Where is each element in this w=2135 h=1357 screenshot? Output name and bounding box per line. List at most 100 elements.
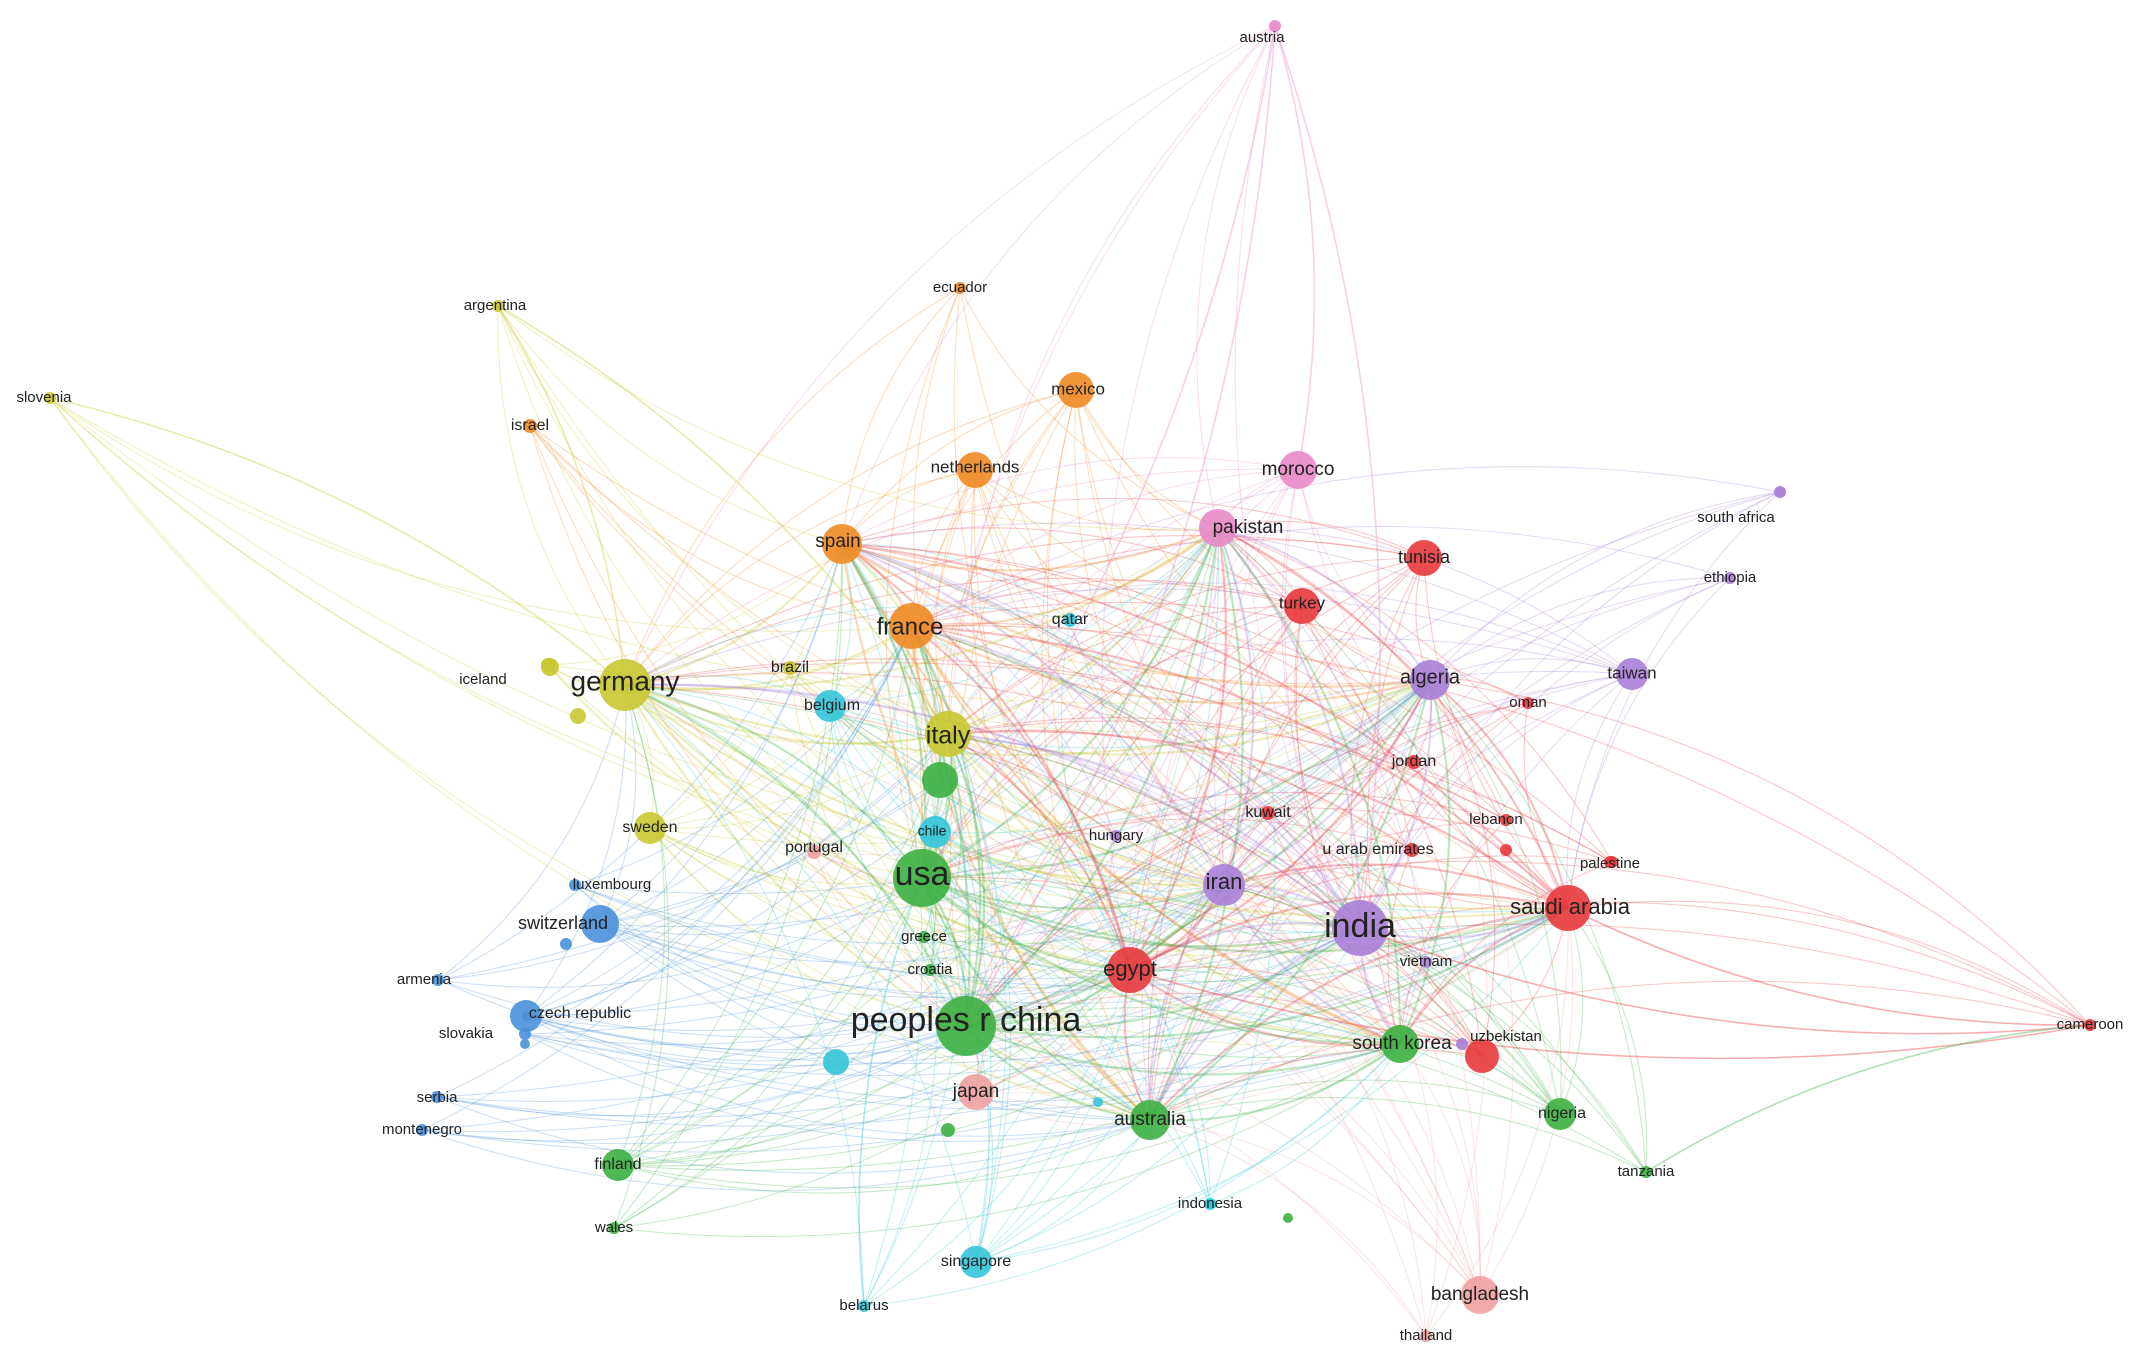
node-brazil[interactable] xyxy=(783,661,797,675)
node-peoples-r-china[interactable] xyxy=(936,996,996,1056)
node-iceland[interactable] xyxy=(541,658,555,672)
node-sweden[interactable] xyxy=(634,812,666,844)
node-mexico[interactable] xyxy=(1058,372,1094,408)
node-tunisia[interactable] xyxy=(1406,540,1442,576)
edge-iran-south_korea xyxy=(1223,884,1401,1046)
unlabeled-node-11[interactable] xyxy=(1500,844,1512,856)
node-jordan[interactable] xyxy=(1407,755,1421,769)
unlabeled-node-7[interactable] xyxy=(941,1123,955,1137)
node-spain[interactable] xyxy=(822,524,862,564)
node-hungary[interactable] xyxy=(1110,830,1122,842)
node-pakistan[interactable] xyxy=(1199,509,1237,547)
node-palestine[interactable] xyxy=(1606,856,1618,868)
node-slovenia[interactable] xyxy=(44,392,56,404)
unlabeled-node-2[interactable] xyxy=(922,762,958,798)
node-indonesia[interactable] xyxy=(1204,1198,1216,1210)
node-uzbekistan[interactable] xyxy=(1465,1039,1499,1073)
unlabeled-node-1[interactable] xyxy=(570,708,586,724)
node-bangladesh[interactable] xyxy=(1461,1276,1499,1314)
edge-iceland-usa xyxy=(547,664,923,879)
unlabeled-node-3[interactable] xyxy=(560,938,572,950)
edge-oman-peoples_r_china xyxy=(965,702,1529,1027)
edge-montenegro-france xyxy=(421,625,913,1131)
edge-wales-egypt xyxy=(613,969,1131,1229)
node-label-pakistan: pakistan xyxy=(1213,517,1284,538)
unlabeled-node-9[interactable] xyxy=(1283,1213,1293,1223)
edge-nigeria-saudi_arabia xyxy=(1559,907,1584,1115)
node-japan[interactable] xyxy=(958,1074,994,1110)
node-italy[interactable] xyxy=(925,711,971,757)
node-croatia[interactable] xyxy=(924,964,936,976)
node-label-hungary: hungary xyxy=(1089,827,1144,844)
node-nigeria[interactable] xyxy=(1544,1098,1576,1130)
edge-serbia-australia xyxy=(436,1096,1151,1174)
node-oman[interactable] xyxy=(1522,697,1534,709)
node-switzerland[interactable] xyxy=(581,905,619,943)
node-label-saudi-arabia: saudi arabia xyxy=(1510,894,1631,919)
node-uae[interactable] xyxy=(1405,843,1419,857)
node-armenia[interactable] xyxy=(432,974,444,986)
unlabeled-node-8[interactable] xyxy=(1093,1097,1103,1107)
node-serbia[interactable] xyxy=(431,1091,443,1103)
node-finland[interactable] xyxy=(602,1149,634,1181)
node-ethiopia[interactable] xyxy=(1724,572,1736,584)
node-wales[interactable] xyxy=(608,1222,620,1234)
node-morocco[interactable] xyxy=(1279,451,1317,489)
node-lebanon[interactable] xyxy=(1500,814,1512,826)
node-vietnam[interactable] xyxy=(1420,956,1432,968)
node-portugal[interactable] xyxy=(807,845,821,859)
node-slovakia[interactable] xyxy=(519,1028,531,1040)
node-montenegro[interactable] xyxy=(416,1124,428,1136)
node-cameroon[interactable] xyxy=(2084,1019,2096,1031)
edge-austria-morocco xyxy=(1274,25,1316,471)
node-turkey[interactable] xyxy=(1284,588,1320,624)
unlabeled-node-14[interactable] xyxy=(1456,1038,1468,1050)
edge-france-pakistan xyxy=(911,527,1219,628)
node-label-iran: iran xyxy=(1206,869,1243,894)
node-singapore[interactable] xyxy=(960,1246,992,1278)
node-egypt[interactable] xyxy=(1107,947,1153,993)
node-thailand[interactable] xyxy=(1420,1330,1432,1342)
node-belarus[interactable] xyxy=(858,1300,870,1312)
node-kuwait[interactable] xyxy=(1261,806,1275,820)
edge-morocco-usa xyxy=(921,469,1299,879)
edge-belgium-egypt xyxy=(829,705,1131,971)
edge-tunisia-italy xyxy=(947,557,1425,735)
edge-nigeria-germany xyxy=(624,684,1561,1115)
edge-belgium-south_korea xyxy=(829,705,1401,1045)
edge-germany-south_korea xyxy=(624,684,1401,1046)
node-netherlands[interactable] xyxy=(957,452,993,488)
node-qatar[interactable] xyxy=(1063,613,1077,627)
unlabeled-node-6[interactable] xyxy=(823,1049,849,1075)
edge-vietnam-pakistan xyxy=(1217,527,1427,963)
node-france[interactable] xyxy=(889,603,935,649)
node-israel[interactable] xyxy=(523,419,537,433)
node-austria[interactable] xyxy=(1269,20,1281,32)
node-czech-republic[interactable] xyxy=(510,1000,542,1032)
edge-mexico-usa xyxy=(920,389,1077,879)
node-iran[interactable] xyxy=(1203,864,1245,906)
node-saudi-arabia[interactable] xyxy=(1545,885,1591,931)
node-chile[interactable] xyxy=(919,816,951,848)
unlabeled-node-5[interactable] xyxy=(520,1039,530,1049)
node-taiwan[interactable] xyxy=(1616,658,1648,690)
node-germany[interactable] xyxy=(599,659,651,711)
node-usa[interactable] xyxy=(893,849,951,907)
edge-tunisia-peoples_r_china xyxy=(965,557,1425,1027)
node-south-africa[interactable] xyxy=(1774,486,1786,498)
edge-vietnam-germany xyxy=(624,684,1427,963)
node-belgium[interactable] xyxy=(814,690,846,722)
node-india[interactable] xyxy=(1332,900,1388,956)
node-argentina[interactable] xyxy=(492,300,504,312)
edge-chile-pakistan xyxy=(934,527,1219,833)
node-ecuador[interactable] xyxy=(954,282,966,294)
edge-lebanon-germany xyxy=(624,658,1507,821)
node-tanzania[interactable] xyxy=(1640,1166,1652,1178)
node-australia[interactable] xyxy=(1130,1100,1170,1140)
node-label-belarus: belarus xyxy=(839,1297,888,1314)
node-south-korea[interactable] xyxy=(1381,1025,1419,1063)
node-algeria[interactable] xyxy=(1410,660,1450,700)
node-luxembourg[interactable] xyxy=(569,879,581,891)
edge-palestine-italy xyxy=(947,720,1613,863)
node-greece[interactable] xyxy=(918,931,930,943)
